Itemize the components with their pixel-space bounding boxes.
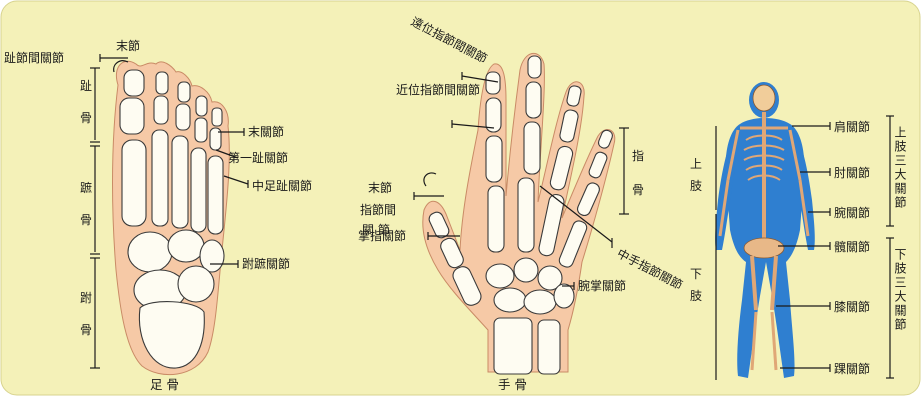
body-label-upper-limb-1: 上 <box>690 157 702 171</box>
body-label-hip: 髖關節 <box>834 239 870 254</box>
hand-caption: 手 骨 <box>498 377 527 392</box>
foot-label-end-joint: 末關節 <box>248 124 284 139</box>
body-label-elbow: 肘關節 <box>834 165 870 180</box>
foot-label-phalanges-1: 趾 <box>80 79 92 93</box>
hand-label-phalanges-1: 指 <box>632 148 644 163</box>
foot-label-tarsals-1: 跗 <box>80 291 92 305</box>
hand-label-ip-joint-1: 指節間 <box>360 202 396 217</box>
body-label-upper-limb-2: 肢 <box>690 178 702 193</box>
foot-label-metatarsals-2: 骨 <box>80 213 92 227</box>
hand-label-mcp-joint: 掌指關節 <box>358 228 406 243</box>
hand-label-wrist-joint: 腕掌關節 <box>578 278 626 293</box>
body-label-shoulder: 肩關節 <box>834 119 870 134</box>
foot-label-first-toe-joint: 第一趾關節 <box>228 150 288 165</box>
body-label-knee: 膝關節 <box>834 299 870 314</box>
foot-caption: 足 骨 <box>150 377 179 392</box>
body-label-ankle: 踝關節 <box>834 361 870 376</box>
foot-label-tarsals-2: 骨 <box>80 323 92 337</box>
body-label-wrist: 腕關節 <box>834 205 870 220</box>
foot-label-distal-phalanx: 末節 <box>116 38 140 53</box>
body-label-upper-three: 上肢三大關節 <box>893 126 907 210</box>
foot-label-midfoot-toe-joint: 中足趾關節 <box>252 178 312 193</box>
foot-label-metatarsals-1: 蹠 <box>80 180 92 195</box>
foot-label-interphalangeal: 趾節間關節 <box>4 50 64 65</box>
foot-label-tarsometatarsal-joint: 跗蹠關節 <box>242 256 290 271</box>
body-label-lower-limb-1: 下 <box>690 267 702 281</box>
body-label-lower-limb-2: 肢 <box>690 288 702 303</box>
hand-label-distal-phalanx: 末節 <box>368 180 392 195</box>
body-label-lower-three: 下肢三大關節 <box>893 248 907 332</box>
foot-label-phalanges-2: 骨 <box>80 111 92 125</box>
hand-label-proximal-ip: 近位指節間關節 <box>396 82 480 97</box>
hand-label-phalanges-2: 骨 <box>632 183 644 197</box>
